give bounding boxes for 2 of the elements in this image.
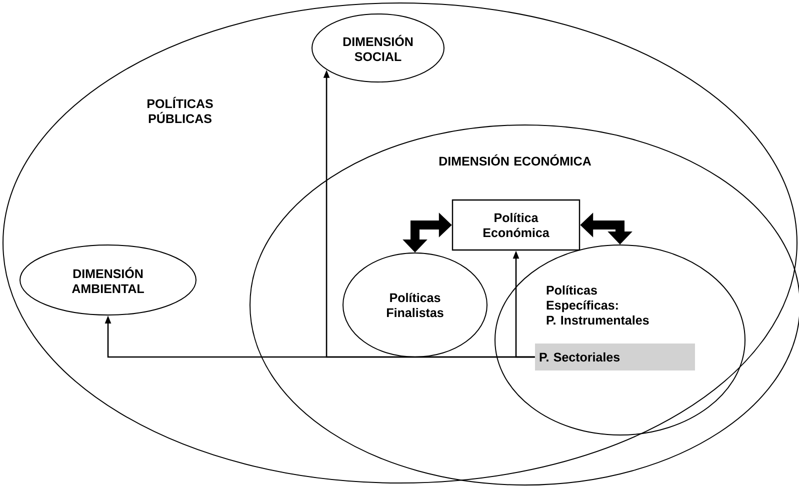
process-box: Política Económica (452, 199, 580, 251)
highlight-box: P. Sectoriales (535, 343, 695, 370)
